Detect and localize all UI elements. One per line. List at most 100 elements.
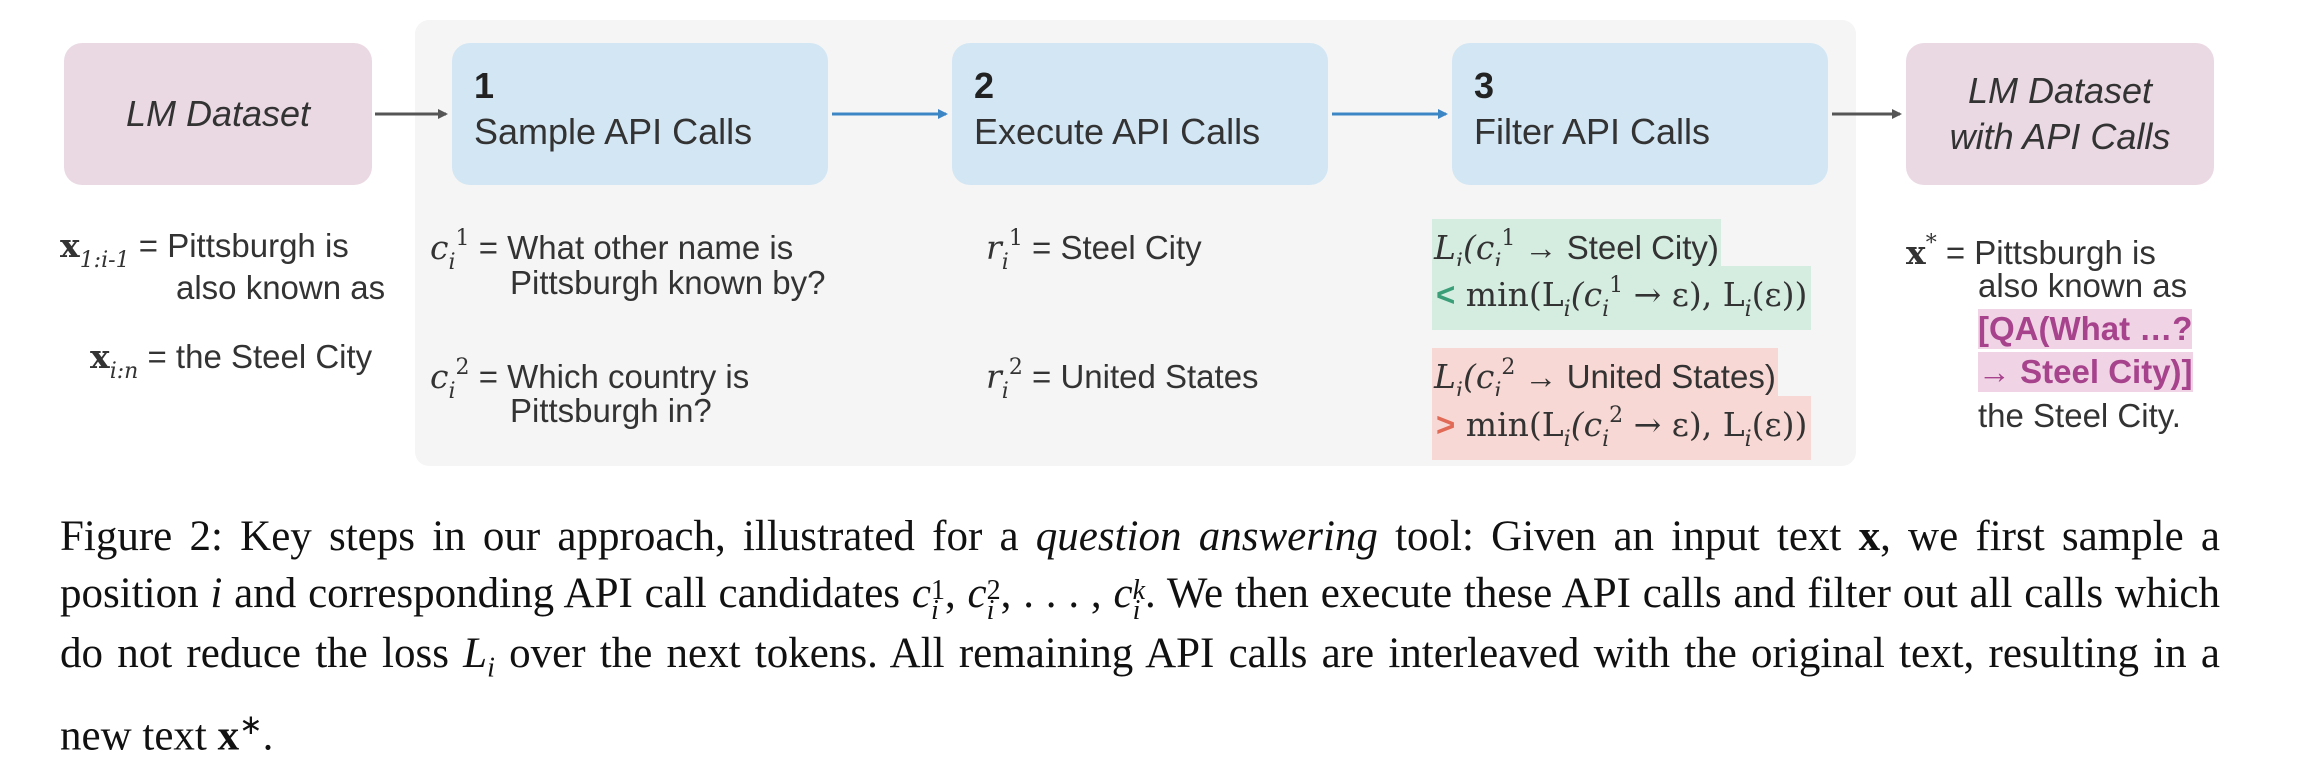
- filter-1-L: L: [1434, 228, 1456, 267]
- response-2-sub: i: [1001, 379, 1009, 404]
- step-3-label: Filter API Calls: [1474, 111, 1711, 152]
- caption-part3: , we first sample a position: [60, 513, 2220, 617]
- caption-part6: over the next tokens. All remaining API …: [60, 630, 2220, 759]
- caption-i: i: [210, 570, 223, 617]
- output-api-line2: → Steel City)]: [1978, 352, 2193, 392]
- output-api-line1: [QA(What …?: [1978, 309, 2193, 349]
- filter-2-min: > min(Li(ci2 → ε), Li(ε)): [1432, 396, 1812, 460]
- call-1-line1: ci1 = What other name is: [430, 219, 793, 283]
- filter-1-min-c: (c: [1570, 275, 1603, 314]
- step-2-number: 2: [974, 65, 995, 106]
- response-1: ri1 = Steel City: [986, 219, 1202, 283]
- figure-caption: Figure 2: Key steps in our approach, ill…: [60, 513, 2221, 759]
- output-text-1: = Pittsburgh is: [1945, 234, 2156, 271]
- lm-dataset-api-label-line1: LM Dataset: [1967, 70, 2153, 111]
- filter-1-min: < min(Li(ci1 → ε), Li(ε)): [1432, 266, 1812, 330]
- filter-2-arrow-text: → United States): [1515, 358, 1776, 395]
- filter-1-min-end: → ε), L: [1623, 275, 1745, 314]
- x-suffix-symbol: x: [90, 337, 110, 376]
- filter-1-arrow-text: → Steel City): [1515, 229, 1719, 266]
- call-1-text-1: = What other name is: [478, 229, 794, 266]
- filter-1-min-c-sub: i: [1602, 297, 1610, 322]
- step-3-box: 3 Filter API Calls: [1452, 43, 1828, 185]
- call-2-line2: Pittsburgh in?: [510, 392, 712, 429]
- output-line1: x* = Pittsburgh is: [1906, 224, 2156, 273]
- input-prefix-line2: also known as: [176, 269, 386, 306]
- x-prefix-subscript: 1:i-1: [79, 248, 130, 273]
- call-2-text-1: = Which country is: [478, 358, 750, 395]
- caption-part7: .: [262, 711, 274, 759]
- caption-emphasis: question answering: [1035, 513, 1378, 560]
- lm-dataset-label: LM Dataset: [125, 93, 311, 134]
- x-prefix-text-1: = Pittsburgh is: [138, 227, 349, 264]
- call-1-var: c: [430, 228, 449, 267]
- filter-1-comparator: <: [1436, 276, 1456, 313]
- filter-2-L-sub: i: [1455, 379, 1463, 404]
- output-line2: also known as: [1978, 267, 2188, 304]
- call-2-var: c: [430, 357, 449, 396]
- step-2-box: 2 Execute API Calls: [952, 43, 1328, 185]
- response-2-text: = United States: [1032, 358, 1259, 395]
- filter-2-min-L-sub: i: [1563, 427, 1571, 452]
- step-3-number: 3: [1474, 65, 1495, 106]
- filter-1-L-sub: i: [1455, 250, 1463, 275]
- caption-part2: tool: Given an input text: [1377, 513, 1859, 560]
- call-1-sub: i: [448, 250, 456, 275]
- filter-1-min-L2-sub: i: [1744, 297, 1752, 322]
- call-1-line2: Pittsburgh known by?: [510, 264, 826, 301]
- filter-1-min-tail: (ε)): [1751, 275, 1808, 314]
- caption-part1: Figure 2: Key steps in our approach, ill…: [60, 513, 1036, 560]
- step-1-label: Sample API Calls: [474, 111, 753, 152]
- filter-1-min-L-sub: i: [1563, 297, 1571, 322]
- call-2-line1: ci2 = Which country is: [430, 348, 749, 412]
- caption-x2: x: [217, 711, 240, 759]
- output-x-star: *: [1925, 231, 1937, 256]
- call-1-sup: 1: [455, 226, 470, 251]
- response-2-var: r: [986, 357, 1002, 396]
- step-1-number: 1: [474, 65, 495, 106]
- input-prefix-line1: x1:i-1 = Pittsburgh is: [60, 226, 349, 281]
- output-x-symbol: x: [1906, 233, 1926, 272]
- response-1-sup: 1: [1008, 226, 1023, 251]
- step-1-box: 1 Sample API Calls: [452, 43, 828, 185]
- filter-2-min-c-sup: 2: [1609, 403, 1624, 428]
- caption-x1: x: [1858, 513, 1881, 560]
- filter-2-min-text: min(L: [1455, 405, 1564, 444]
- x-suffix-text: = the Steel City: [147, 338, 373, 375]
- caption-part5: . We then execute these API calls and fi…: [60, 570, 2221, 677]
- caption-part4: and corresponding API call candidates: [222, 570, 912, 617]
- response-1-var: r: [986, 228, 1002, 267]
- step-2-label: Execute API Calls: [974, 111, 1261, 152]
- x-suffix-subscript: i:n: [109, 359, 139, 384]
- filter-2-c-sup: 2: [1501, 355, 1516, 380]
- filter-2-min-L2-sub: i: [1744, 427, 1752, 452]
- lm-dataset-api-box: LM Dataset with API Calls: [1906, 43, 2214, 185]
- filter-1-min-c-sup: 1: [1609, 273, 1624, 298]
- filter-1-min-text: min(L: [1455, 275, 1564, 314]
- caption-loss: L: [463, 630, 488, 677]
- filter-2-comparator: >: [1436, 406, 1456, 443]
- output-line5: the Steel City.: [1978, 397, 2181, 434]
- filter-2-c-sub: i: [1494, 379, 1502, 404]
- response-1-sub: i: [1001, 250, 1009, 275]
- filter-2-min-tail: (ε)): [1751, 405, 1808, 444]
- response-2-sup: 2: [1008, 355, 1023, 380]
- x-prefix-symbol: x: [60, 226, 80, 265]
- input-suffix: xi:n = the Steel City: [90, 337, 372, 392]
- response-1-text: = Steel City: [1032, 229, 1202, 266]
- filter-2-min-c-sub: i: [1602, 427, 1610, 452]
- response-2: ri2 = United States: [986, 348, 1259, 412]
- lm-dataset-api-label-line2: with API Calls: [1949, 116, 2171, 157]
- filter-2-min-c: (c: [1570, 405, 1603, 444]
- filter-2-min-end: → ε), L: [1623, 405, 1745, 444]
- filter-2-c: (c: [1462, 357, 1495, 396]
- filter-1-c-sup: 1: [1501, 226, 1516, 251]
- lm-dataset-box: LM Dataset: [64, 43, 372, 185]
- filter-1-c: (c: [1462, 228, 1495, 267]
- filter-1-c-sub: i: [1494, 250, 1502, 275]
- call-2-sub: i: [448, 379, 456, 404]
- call-2-sup: 2: [455, 355, 470, 380]
